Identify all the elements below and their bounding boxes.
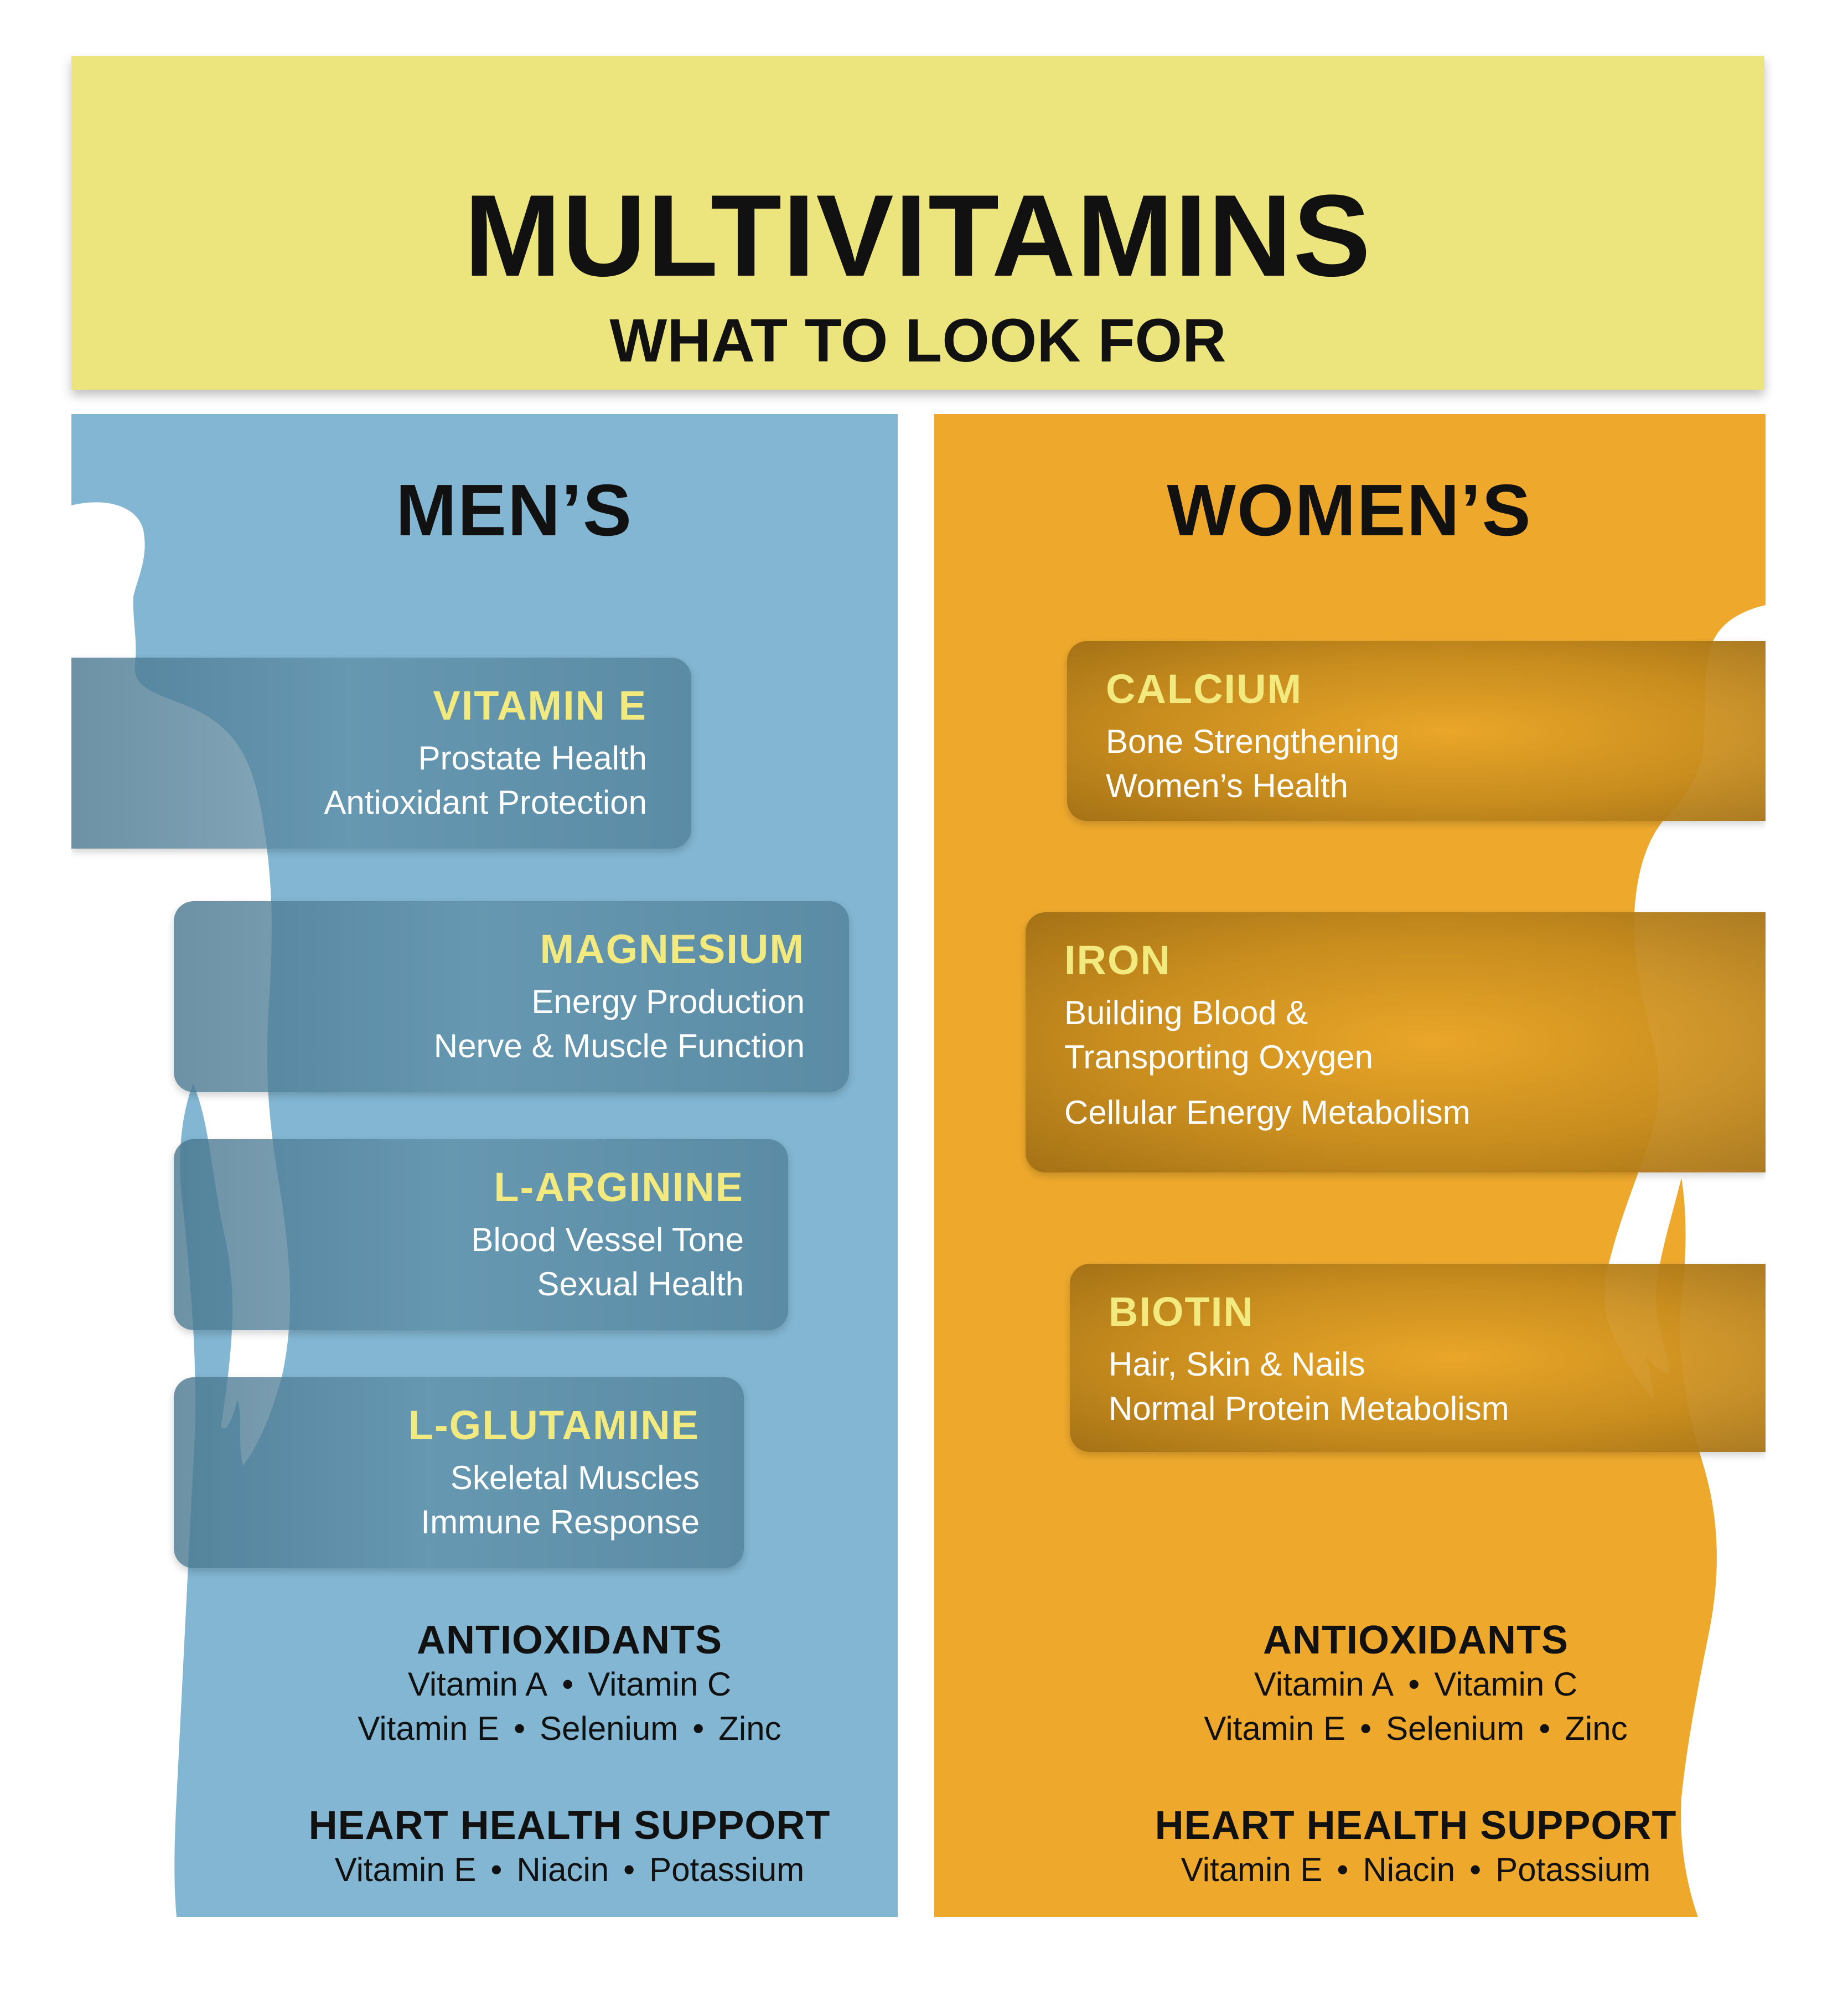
card-magnesium: MAGNESIUM Energy Production Nerve & Musc…: [174, 901, 849, 1092]
nutrient-item: Vitamin E: [1204, 1710, 1346, 1747]
card-line: Cellular Energy Metabolism: [1064, 1094, 1471, 1131]
card-line: Building Blood &: [1064, 994, 1308, 1031]
card-line: Skeletal Muscles: [450, 1459, 700, 1496]
mens-heading: MEN’S: [395, 469, 633, 551]
mens-panel: MEN’S VITAMIN E Prostate Health Antioxid…: [71, 414, 898, 1917]
card-title: CALCIUM: [1106, 666, 1303, 712]
heart-health-title: HEART HEALTH SUPPORT: [308, 1803, 831, 1848]
bullet-icon: •: [623, 1851, 635, 1888]
header-banner: MULTIVITAMINS WHAT TO LOOK FOR: [71, 56, 1764, 390]
page-title: MULTIVITAMINS: [464, 170, 1372, 301]
page-subtitle: WHAT TO LOOK FOR: [609, 307, 1226, 375]
card-line: Blood Vessel Tone: [471, 1221, 744, 1258]
nutrient-item: Vitamin C: [1434, 1666, 1578, 1703]
bullet-icon: •: [490, 1851, 503, 1888]
bullet-icon: •: [562, 1666, 574, 1703]
bullet-icon: •: [1539, 1710, 1551, 1747]
card-iron: IRON Building Blood & Transporting Oxyge…: [1026, 912, 1766, 1172]
card-title: VITAMIN E: [433, 683, 647, 728]
womens-heading: WOMEN’S: [1167, 469, 1532, 551]
heart-health-row: Vitamin E • Niacin • Potassium: [265, 1848, 874, 1892]
card-line: Immune Response: [421, 1503, 700, 1541]
card-line: Women’s Health: [1106, 767, 1348, 804]
bullet-icon: •: [1469, 1851, 1482, 1888]
nutrient-item: Vitamin E: [334, 1851, 477, 1888]
card-line: Transporting Oxygen: [1064, 1038, 1374, 1076]
nutrient-item: Zinc: [1565, 1710, 1628, 1747]
card-line: Nerve & Muscle Function: [433, 1027, 805, 1064]
nutrient-item: Niacin: [516, 1851, 609, 1888]
card-title: MAGNESIUM: [540, 926, 805, 972]
mens-antioxidants: ANTIOXIDANTS Vitamin A • Vitamin C Vitamin…: [265, 1618, 874, 1751]
bullet-icon: •: [1408, 1666, 1420, 1703]
card-line: Prostate Health: [418, 740, 647, 777]
card-vitamin-e: VITAMIN E Prostate Health Antioxidant Pr…: [71, 658, 691, 849]
mens-heart-health: HEART HEALTH SUPPORT Vitamin E • Niacin • Po…: [265, 1803, 874, 1892]
antioxidants-title: ANTIOXIDANTS: [417, 1618, 722, 1662]
nutrient-item: Vitamin A: [1254, 1666, 1394, 1703]
card-line: Sexual Health: [537, 1265, 744, 1303]
card-title: IRON: [1064, 937, 1171, 983]
card-title: L-ARGININE: [494, 1164, 744, 1210]
antioxidants-row-2: Vitamin E • Selenium • Zinc: [265, 1707, 874, 1751]
antioxidants-title: ANTIOXIDANTS: [1263, 1618, 1569, 1662]
card-biotin: BIOTIN Hair, Skin & Nails Normal Protein…: [1070, 1264, 1766, 1452]
nutrient-item: Vitamin A: [407, 1666, 548, 1703]
nutrient-item: Potassium: [649, 1851, 805, 1888]
card-calcium: CALCIUM Bone Strengthening Women’s Healt…: [1067, 641, 1766, 821]
nutrient-item: Vitamin E: [358, 1710, 500, 1747]
nutrient-item: Selenium: [1386, 1710, 1525, 1747]
bullet-icon: •: [692, 1710, 705, 1747]
antioxidants-row-1: Vitamin A • Vitamin C: [1111, 1662, 1720, 1707]
card-line: Antioxidant Protection: [324, 784, 647, 821]
card-line: Energy Production: [531, 983, 805, 1020]
bullet-icon: •: [514, 1710, 526, 1747]
womens-panel: WOMEN’S CALCIUM Bone Strengthening Women…: [934, 414, 1766, 1917]
card-line: Normal Protein Metabolism: [1109, 1390, 1509, 1427]
antioxidants-row-2: Vitamin E • Selenium • Zinc: [1111, 1707, 1720, 1751]
card-title: L-GLUTAMINE: [408, 1402, 700, 1448]
card-title: BIOTIN: [1109, 1289, 1254, 1335]
womens-antioxidants: ANTIOXIDANTS Vitamin A • Vitamin C Vitamin…: [1111, 1618, 1720, 1751]
card-l-arginine: L-ARGININE Blood Vessel Tone Sexual Heal…: [174, 1139, 788, 1330]
card-line: Hair, Skin & Nails: [1109, 1346, 1365, 1383]
nutrient-item: Vitamin C: [588, 1666, 732, 1703]
nutrient-item: Niacin: [1363, 1851, 1456, 1888]
nutrient-item: Zinc: [718, 1710, 781, 1747]
heart-health-row: Vitamin E • Niacin • Potassium: [1111, 1848, 1720, 1892]
nutrient-item: Selenium: [540, 1710, 679, 1747]
card-l-glutamine: L-GLUTAMINE Skeletal Muscles Immune Resp…: [174, 1377, 744, 1568]
heart-health-title: HEART HEALTH SUPPORT: [1155, 1803, 1677, 1848]
card-line: Bone Strengthening: [1106, 723, 1400, 760]
nutrient-item: Vitamin E: [1181, 1851, 1323, 1888]
antioxidants-row-1: Vitamin A • Vitamin C: [265, 1662, 874, 1707]
womens-heart-health: HEART HEALTH SUPPORT Vitamin E • Niacin • Po…: [1111, 1803, 1720, 1892]
nutrient-item: Potassium: [1495, 1851, 1651, 1888]
bullet-icon: •: [1337, 1851, 1349, 1888]
bullet-icon: •: [1360, 1710, 1372, 1747]
